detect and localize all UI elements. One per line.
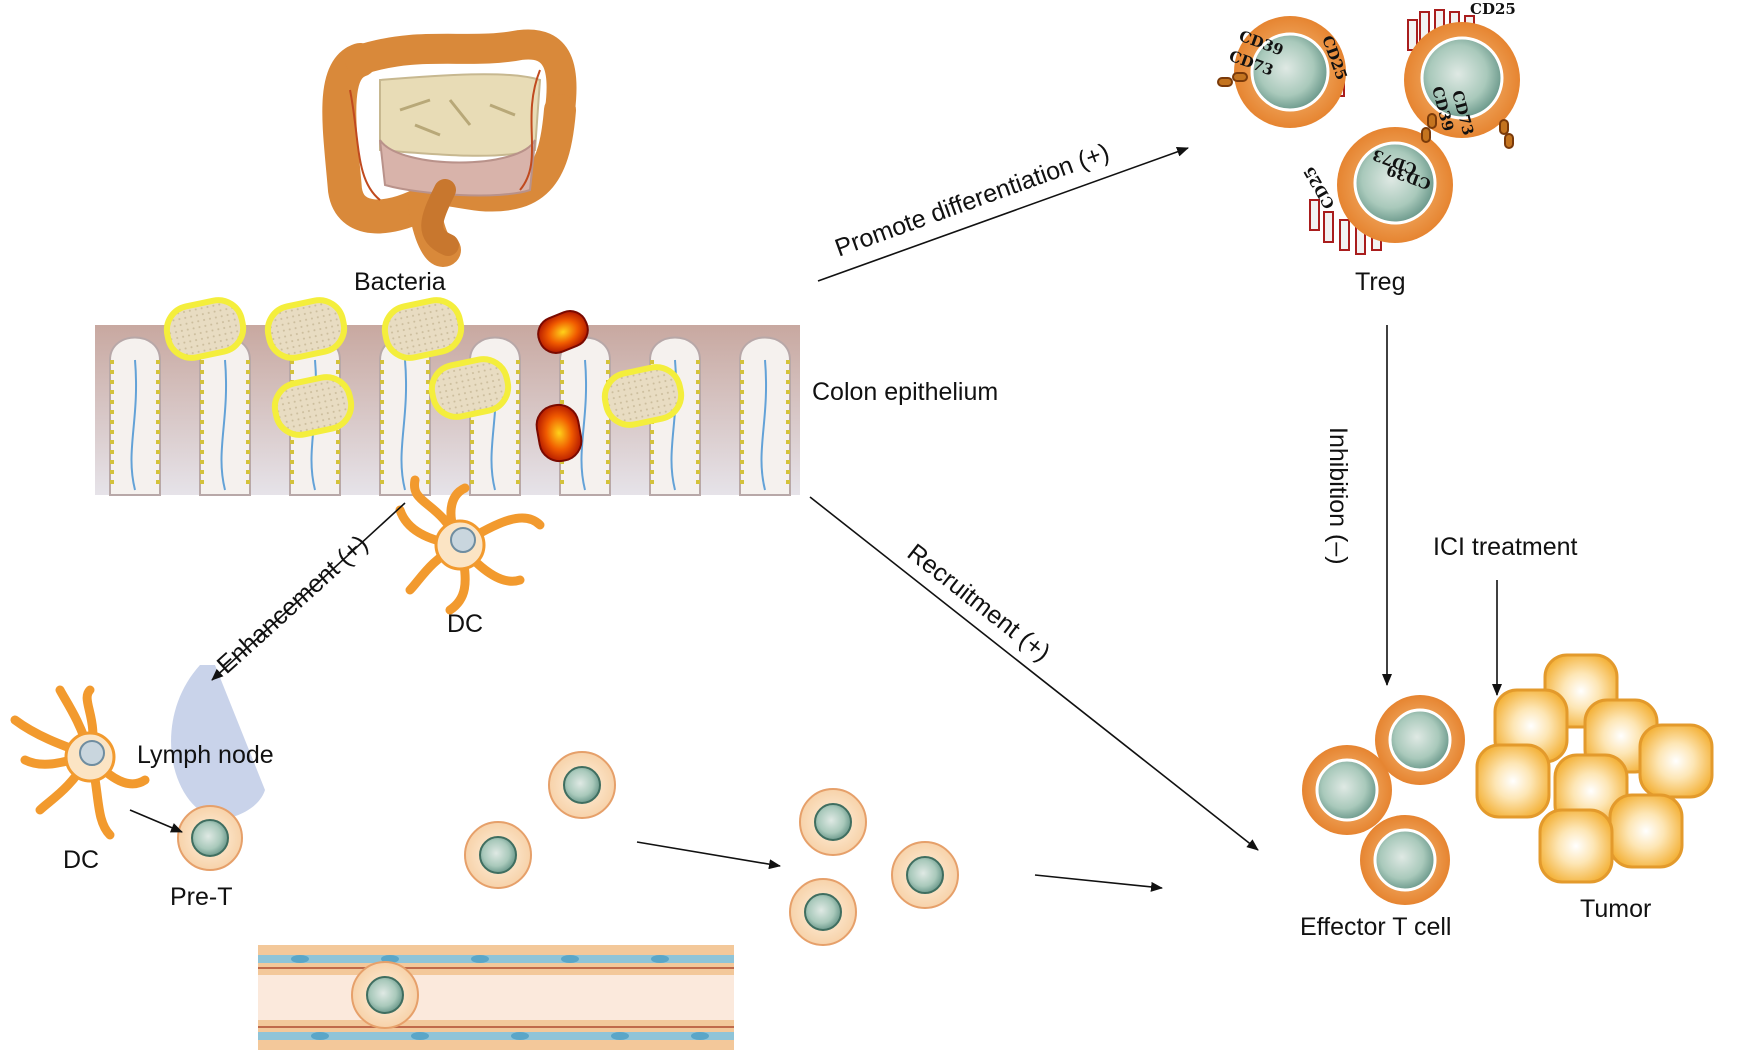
- blood-vessel: [258, 945, 734, 1050]
- effector-t-cells: [1302, 695, 1465, 905]
- effector-t-cell-label: Effector T cell: [1300, 913, 1452, 941]
- treg-cell-2: CD39 CD73 CD25: [1404, 0, 1520, 149]
- arrow-recruitment: [809, 496, 1259, 851]
- bacteria-label: Bacteria: [354, 268, 446, 296]
- treg3-cd25-label: CD25: [1300, 163, 1339, 212]
- ici-treatment-label: ICI treatment: [1433, 533, 1578, 561]
- arrow-dc-to-pret: [129, 809, 183, 833]
- colon-epithelium-label: Colon epithelium: [812, 378, 999, 406]
- tumor-label: Tumor: [1580, 895, 1652, 923]
- treg-cell-1: CD39 CD73 CD25: [1217, 16, 1351, 128]
- treg-cells: CD39 CD73 CD25 CD39 CD73 CD25: [1217, 0, 1520, 255]
- dc-cell-left: [10, 685, 150, 840]
- dc-left-label: DC: [63, 846, 100, 874]
- colon-epithelium-band: [95, 297, 800, 496]
- treg2-cd25-label: CD25: [1470, 0, 1516, 18]
- colon-illustration: [322, 29, 577, 267]
- dc-cell-top: [395, 475, 545, 615]
- lymph-node: [171, 665, 265, 820]
- dc-top-label: DC: [447, 610, 484, 638]
- lymph-node-label: Lymph node: [137, 741, 274, 769]
- arrow-promote-differentiation: [817, 147, 1189, 282]
- inhibition-label: Inhibition (–): [1324, 427, 1352, 565]
- arrow-enhancement: [211, 502, 406, 681]
- treg-cell-3: CD39 CD73 CD25: [1300, 113, 1453, 255]
- treg-label: Treg: [1355, 268, 1406, 296]
- small-t-cells: [177, 751, 959, 946]
- arrow-cells-migration-2: [1034, 874, 1163, 892]
- tumor-cells: [1475, 653, 1714, 884]
- arrow-cells-migration-1: [636, 841, 781, 870]
- pre-t-label: Pre-T: [170, 883, 233, 911]
- pre-t-cell: [177, 805, 243, 871]
- arrows: [129, 147, 1502, 892]
